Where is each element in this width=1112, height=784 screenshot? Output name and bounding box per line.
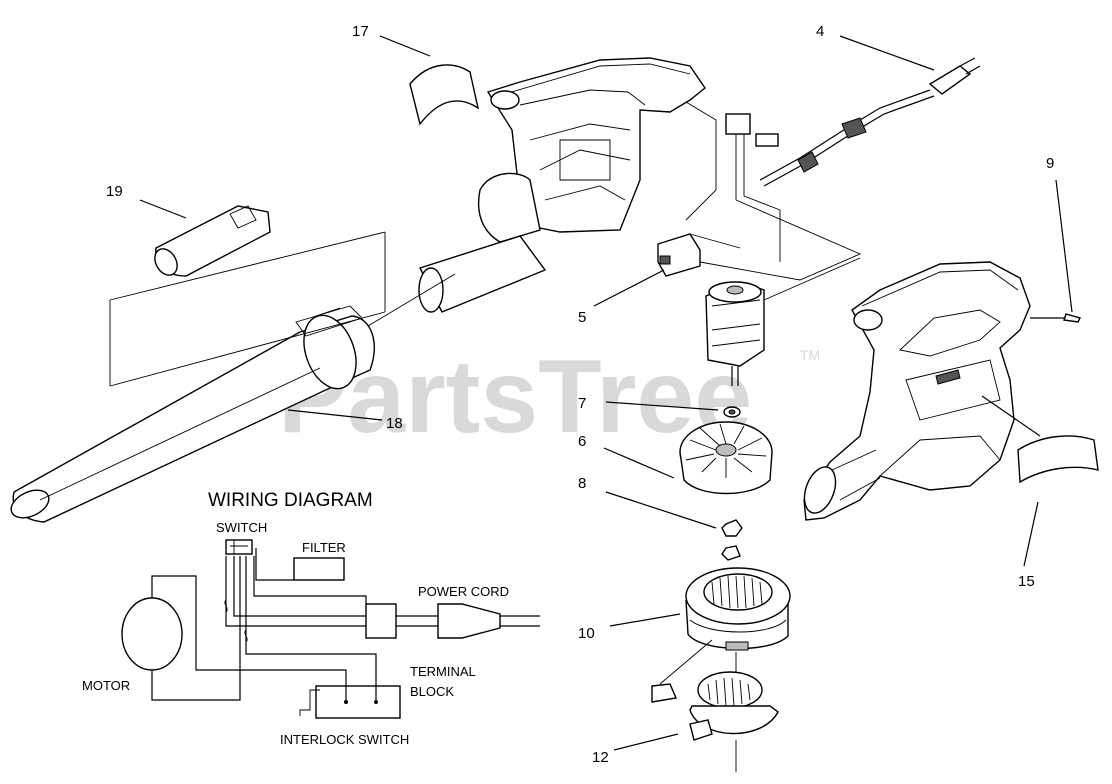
callout-17: 17 — [352, 23, 369, 40]
part-19-nozzle — [139, 199, 271, 277]
power-cord-label: POWER CORD — [418, 584, 509, 599]
watermark-trademark: TM — [800, 347, 820, 363]
wiring-diagram-title: WIRING DIAGRAM — [208, 490, 373, 511]
callout-9: 9 — [1046, 155, 1054, 172]
callout-12: 12 — [592, 749, 609, 766]
callout-4: 4 — [816, 23, 824, 40]
wd-motor-symbol — [121, 597, 183, 671]
motor — [705, 257, 861, 386]
part-7-washer — [605, 401, 741, 418]
callout-15: 15 — [1018, 573, 1035, 590]
part-10-fan-housing — [609, 567, 791, 651]
wd-filter-symbol — [293, 557, 345, 581]
callout-numbers: 17 4 9 19 5 7 6 8 18 10 15 12 — [106, 23, 1054, 766]
terminal-label-line2: BLOCK — [410, 684, 454, 699]
part-8-nut — [605, 491, 743, 561]
part-15-label — [981, 395, 1099, 567]
part-5-terminal-block — [593, 233, 741, 307]
part-4-power-cord — [759, 35, 981, 187]
callout-6: 6 — [578, 433, 586, 450]
callout-7: 7 — [578, 395, 586, 412]
part-18-blower-tube — [10, 305, 383, 523]
callout-8: 8 — [578, 475, 586, 492]
part-17-label — [379, 35, 480, 126]
callout-5: 5 — [578, 309, 586, 326]
blower-assembled — [803, 179, 1082, 521]
terminal-label-line1: TERMINAL — [410, 664, 476, 679]
wiring-diagram: WIRING DIAGRAM SWITCH FILTER POWER CORD … — [82, 490, 540, 747]
wd-switch-symbol — [225, 539, 253, 555]
callout-19: 19 — [106, 183, 123, 200]
switch-assembly — [685, 101, 862, 281]
motor-label: MOTOR — [82, 678, 130, 693]
interlock-switch-label: INTERLOCK SWITCH — [280, 732, 409, 747]
wd-cord-connector — [365, 603, 397, 639]
switch-label: SWITCH — [216, 520, 267, 535]
wd-interlock-symbol — [315, 685, 401, 719]
part-6-impeller — [603, 421, 773, 495]
callout-10: 10 — [578, 625, 595, 642]
wd-plug — [437, 603, 501, 639]
callout-18: 18 — [386, 415, 403, 432]
blower-housing-upper — [418, 57, 706, 313]
filter-label: FILTER — [302, 540, 346, 555]
assembly-lines — [109, 231, 456, 387]
part-12-inlet-cover — [613, 639, 779, 772]
